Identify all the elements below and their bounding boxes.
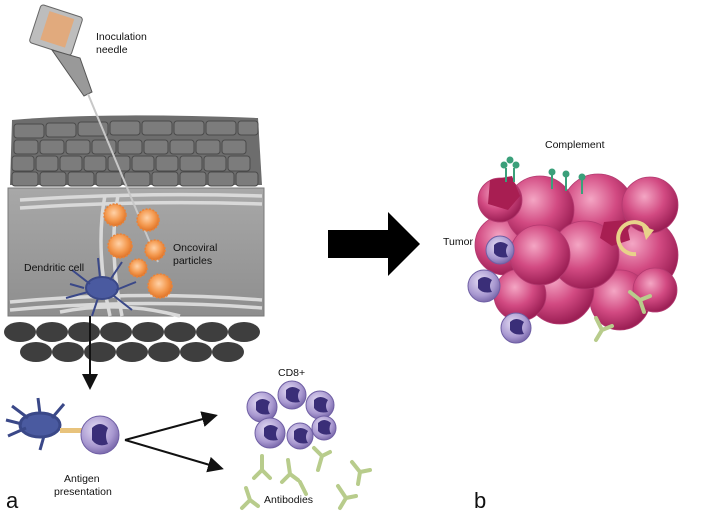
complement-label: Complement [545,139,605,151]
tumor-antibodies [594,290,652,342]
panel-label-a: a [6,488,19,513]
antibodies-label: Antibodies [264,494,314,506]
dendritic-cell [65,257,137,317]
branch-arrows [124,411,224,473]
tumor-immune-cells [467,235,532,344]
inoculation-label-1: Inoculation [96,31,147,43]
skin-layers [4,115,265,362]
panel-label-b: b [474,488,487,513]
oncoviral-label-1: Oncoviral [173,242,218,254]
inoculation-needle [29,4,159,263]
inoculation-label-2: needle [96,44,128,56]
big-arrow [328,212,420,276]
cd8-cells [246,380,337,450]
antibodies [240,446,372,510]
oncoviral-particles [103,203,173,299]
lysis-arrow [616,220,650,257]
complement-proteins [500,156,586,194]
antigen-presentation-cells [5,397,120,455]
dendritic-cell-label: Dendritic cell [24,262,85,274]
cd8-label: CD8+ [278,367,306,379]
antigen-label-1: Antigen [64,473,100,485]
tumor-label: Tumor [443,236,473,248]
antigen-label-2: presentation [54,486,112,498]
oncoviral-label-2: particles [173,255,213,267]
